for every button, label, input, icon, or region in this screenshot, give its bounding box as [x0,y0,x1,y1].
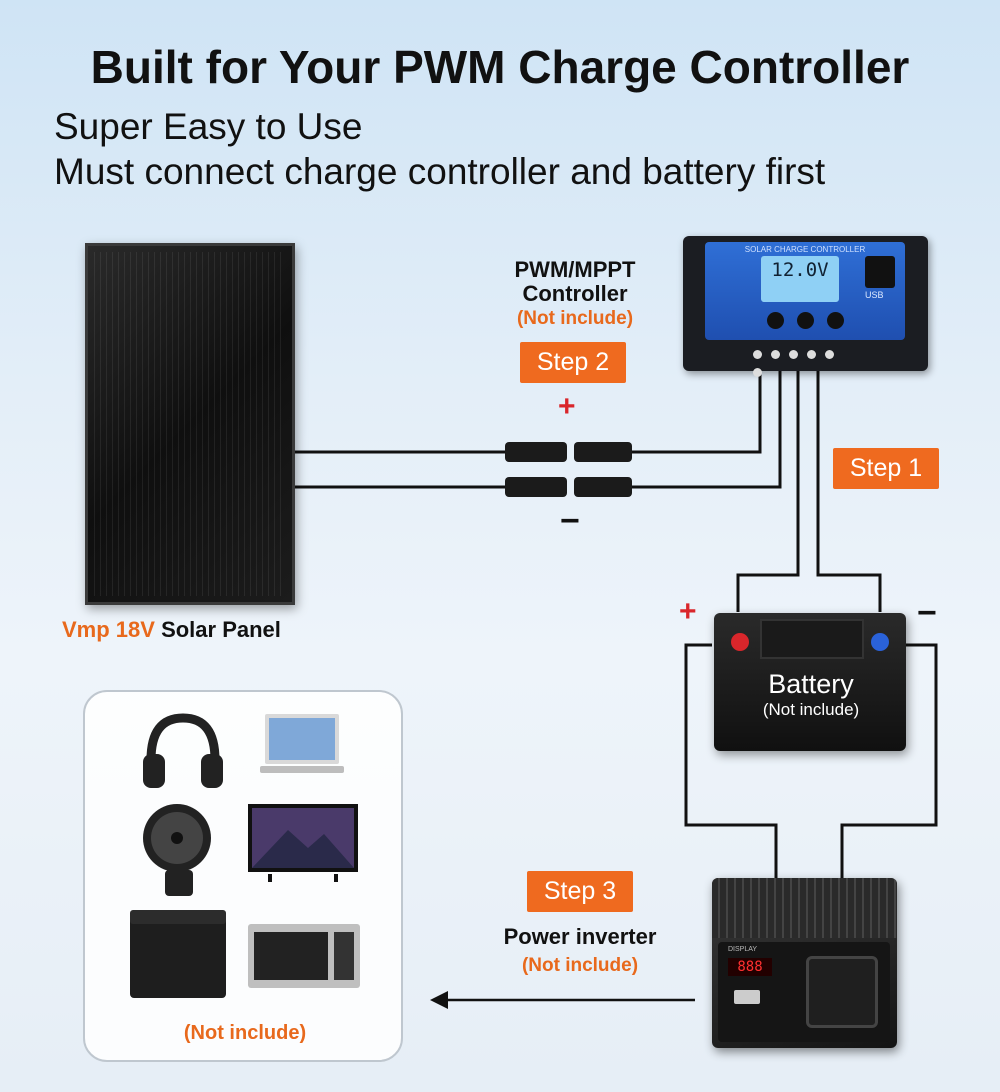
inverter-display-title: DISPLAY [728,946,758,953]
solar-panel-vmp: Vmp 18V [62,617,155,642]
battery-image: Battery (Not include) [714,613,906,751]
plus-marker-connector: + [558,390,576,423]
subtitle-instruction: Must connect charge controller and batte… [54,151,826,192]
wire-battery-positive [736,370,800,612]
solar-panel-image [85,243,295,605]
solar-panel-label: Solar Panel [161,617,281,642]
inverter-ac-socket [806,956,878,1028]
mc4-connectors [505,442,632,497]
step-2-badge: Step 2 [520,342,626,383]
microwave-icon [248,924,360,988]
inverter-usb-port [734,990,760,1004]
controller-lcd: 12.0V [761,256,839,302]
subtitle-easy: Super Easy to Use [54,106,363,147]
inverter-label: Power inverter [503,924,657,949]
controller-button-2 [797,312,814,329]
headphones-icon [143,713,223,788]
plus-marker-battery: + [679,595,697,628]
minus-marker-connector: − [560,502,580,540]
controller-usb-ports [865,256,895,288]
step-3-badge: Step 3 [527,871,633,912]
step-1-badge: Step 1 [833,448,939,489]
battery-note: (Not include) [762,700,860,719]
wire-battery-negative [816,370,882,612]
laptop-icon [260,714,344,773]
controller-button-3 [827,312,844,329]
inverter-display: 888 [728,958,772,976]
controller-usb-label: USB [865,290,884,300]
page-title: Built for Your PWM Charge Controller [90,41,910,93]
controller-note: (Not include) [516,308,634,329]
power-inverter-image: DISPLAY 888 [712,878,897,1048]
television-icon [248,804,358,882]
clip-fan-icon [143,804,211,896]
mc4-connector-female-positive [574,442,632,462]
device-icons [130,713,360,998]
battery-negative-terminal [871,633,889,651]
wire-pv-negative [630,370,782,489]
mc4-connector-male-positive [505,442,567,462]
controller-button-1 [767,312,784,329]
mc4-connector-male-negative [505,477,567,497]
minus-marker-battery: − [917,594,937,632]
controller-label-line-2: Controller [522,281,628,306]
output-arrowhead [430,991,448,1009]
controller-label-line-1: PWM/MPPT [514,257,636,282]
wire-inverter-negative [840,643,938,880]
battery-positive-terminal [731,633,749,651]
chest-freezer-icon [130,910,226,998]
charge-controller-image: SOLAR CHARGE CONTROLLER 12.0V USB [683,236,928,377]
controller-label: PWM/MPPT Controller [490,258,660,306]
inverter-note: (Not include) [521,955,639,976]
mc4-connector-female-negative [574,477,632,497]
controller-device-title: SOLAR CHARGE CONTROLLER [744,245,866,254]
devices-note: (Not include) [183,1022,307,1044]
wire-inverter-positive [684,643,778,880]
solar-panel-caption: Vmp 18V Solar Panel [62,617,281,643]
controller-terminals [753,346,858,377]
devices-panel: (Not include) [83,690,403,1062]
battery-label: Battery [768,669,854,699]
wire-pv-positive [630,370,762,454]
